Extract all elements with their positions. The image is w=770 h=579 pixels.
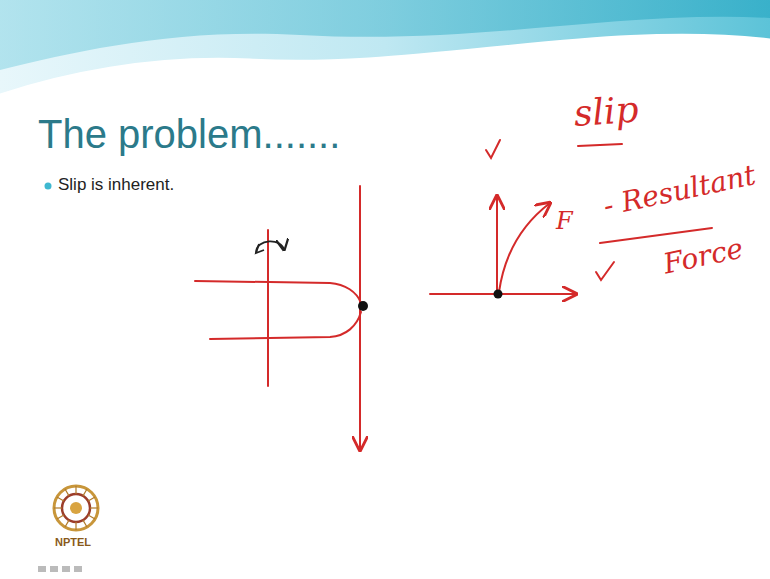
emblem-spoke (75, 522, 76, 530)
emblem-spoke (90, 507, 98, 508)
emblem-spoke (57, 497, 64, 501)
shaft-sketch (195, 186, 361, 450)
force-label: F (556, 208, 573, 234)
slide-title: The problem....... (38, 112, 340, 156)
emblem-spoke (57, 515, 64, 519)
contact-point (358, 301, 368, 311)
handwritten-note: Force (661, 234, 746, 281)
emblem-spoke (54, 507, 62, 508)
emblem-spoke (75, 486, 76, 494)
rotation-arrow (256, 244, 264, 253)
emblem-spoke (65, 520, 69, 527)
handwritten-note: - Resultant (601, 160, 759, 222)
nptel-emblem (54, 486, 98, 530)
force-origin (494, 290, 503, 299)
handwritten-note: slip (573, 90, 640, 134)
bullet-dot (45, 183, 52, 190)
tick-mark (596, 262, 614, 280)
bullet-text: Slip is inherent. (58, 176, 174, 195)
underline (600, 228, 712, 243)
tick-mark (486, 140, 500, 158)
logo-text: NPTEL (55, 536, 91, 548)
emblem-spoke (88, 515, 95, 519)
emblem-spoke (83, 520, 87, 527)
rotation-arrow (256, 241, 284, 253)
slide-controls (38, 566, 82, 572)
emblem-spoke (65, 489, 69, 496)
underline (578, 144, 622, 146)
header-band (0, 0, 770, 95)
emblem-spoke (83, 489, 87, 496)
emblem-spoke (88, 497, 95, 501)
